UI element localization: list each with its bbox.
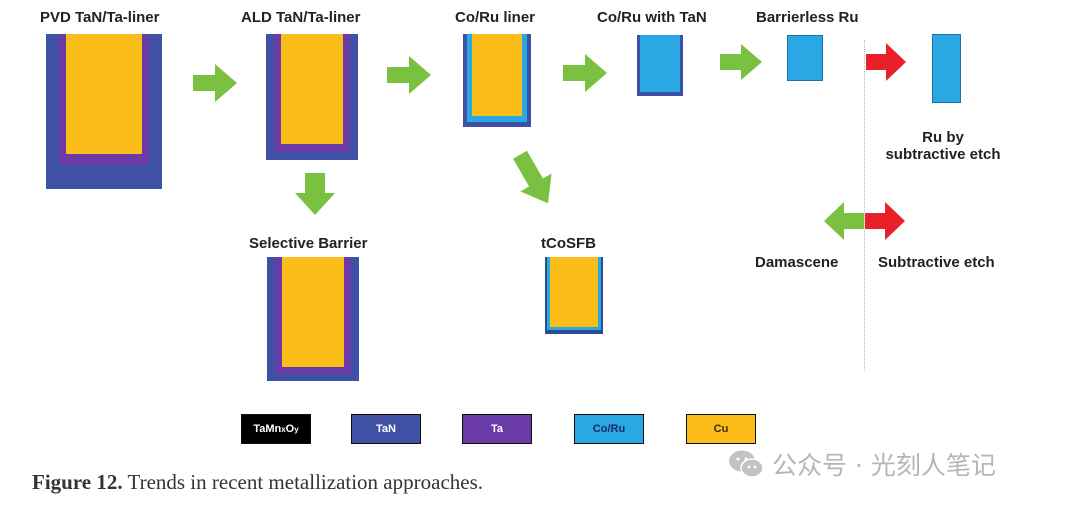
watermark-text: 公众号 · 光刻人笔记 bbox=[772, 451, 996, 480]
legend-co-ru: Co/Ru bbox=[574, 414, 644, 444]
label-pvd-liner: PVD TaN/Ta-liner bbox=[40, 9, 160, 26]
ald-structure bbox=[266, 34, 358, 160]
ru-subtractive-structure bbox=[932, 34, 961, 103]
flow-arrow-diagonal bbox=[513, 150, 552, 204]
figure-number: Figure 12. bbox=[32, 470, 123, 494]
label-tcosfb: tCoSFB bbox=[541, 235, 596, 252]
tcosfb-cu-fill bbox=[550, 257, 598, 327]
damascene-subtractive-divider bbox=[864, 40, 865, 370]
flow-arrow-1 bbox=[193, 64, 237, 102]
flow-arrow-down bbox=[295, 173, 335, 215]
ald-cu-fill bbox=[281, 34, 343, 144]
co-ru-liner-cu-fill bbox=[472, 34, 522, 116]
co-ru-tan-fill bbox=[640, 35, 680, 92]
selective-barrier-structure bbox=[267, 257, 359, 381]
watermark: 公众号 · 光刻人笔记 bbox=[728, 446, 996, 482]
damascene-arrow bbox=[824, 202, 864, 240]
legend-cu: Cu bbox=[686, 414, 756, 444]
selective-barrier-cu-fill bbox=[282, 257, 344, 367]
label-subtractive-etch: Subtractive etch bbox=[878, 254, 995, 271]
subtractive-direction-arrow bbox=[865, 202, 905, 240]
wechat-icon bbox=[729, 450, 764, 478]
legend-ta: Ta bbox=[462, 414, 532, 444]
label-selective-barrier: Selective Barrier bbox=[249, 235, 368, 252]
label-co-ru-tan: Co/Ru with TaN bbox=[597, 9, 707, 26]
co-ru-tan-structure bbox=[637, 35, 683, 96]
label-ald-liner: ALD TaN/Ta-liner bbox=[241, 9, 361, 26]
tcosfb-structure bbox=[545, 257, 603, 334]
barrierless-ru-structure bbox=[787, 35, 823, 81]
flow-arrow-4 bbox=[720, 44, 762, 80]
figure-caption: Figure 12. Trends in recent metallizatio… bbox=[32, 470, 483, 495]
flow-arrow-2 bbox=[387, 56, 431, 94]
pvd-structure bbox=[46, 34, 162, 189]
pvd-cu-fill bbox=[66, 34, 142, 154]
label-ru-subtractive: Ru by subtractive etch bbox=[885, 129, 1001, 163]
label-co-ru-liner: Co/Ru liner bbox=[455, 9, 536, 26]
legend-tan: TaN bbox=[351, 414, 421, 444]
label-damascene: Damascene bbox=[755, 254, 839, 271]
label-barrierless-ru: Barrierless Ru bbox=[756, 9, 859, 26]
subtractive-arrow bbox=[866, 43, 906, 81]
co-ru-liner-structure bbox=[463, 34, 531, 127]
figure-caption-text: Trends in recent metallization approache… bbox=[122, 470, 484, 494]
flow-arrow-3 bbox=[563, 54, 607, 92]
